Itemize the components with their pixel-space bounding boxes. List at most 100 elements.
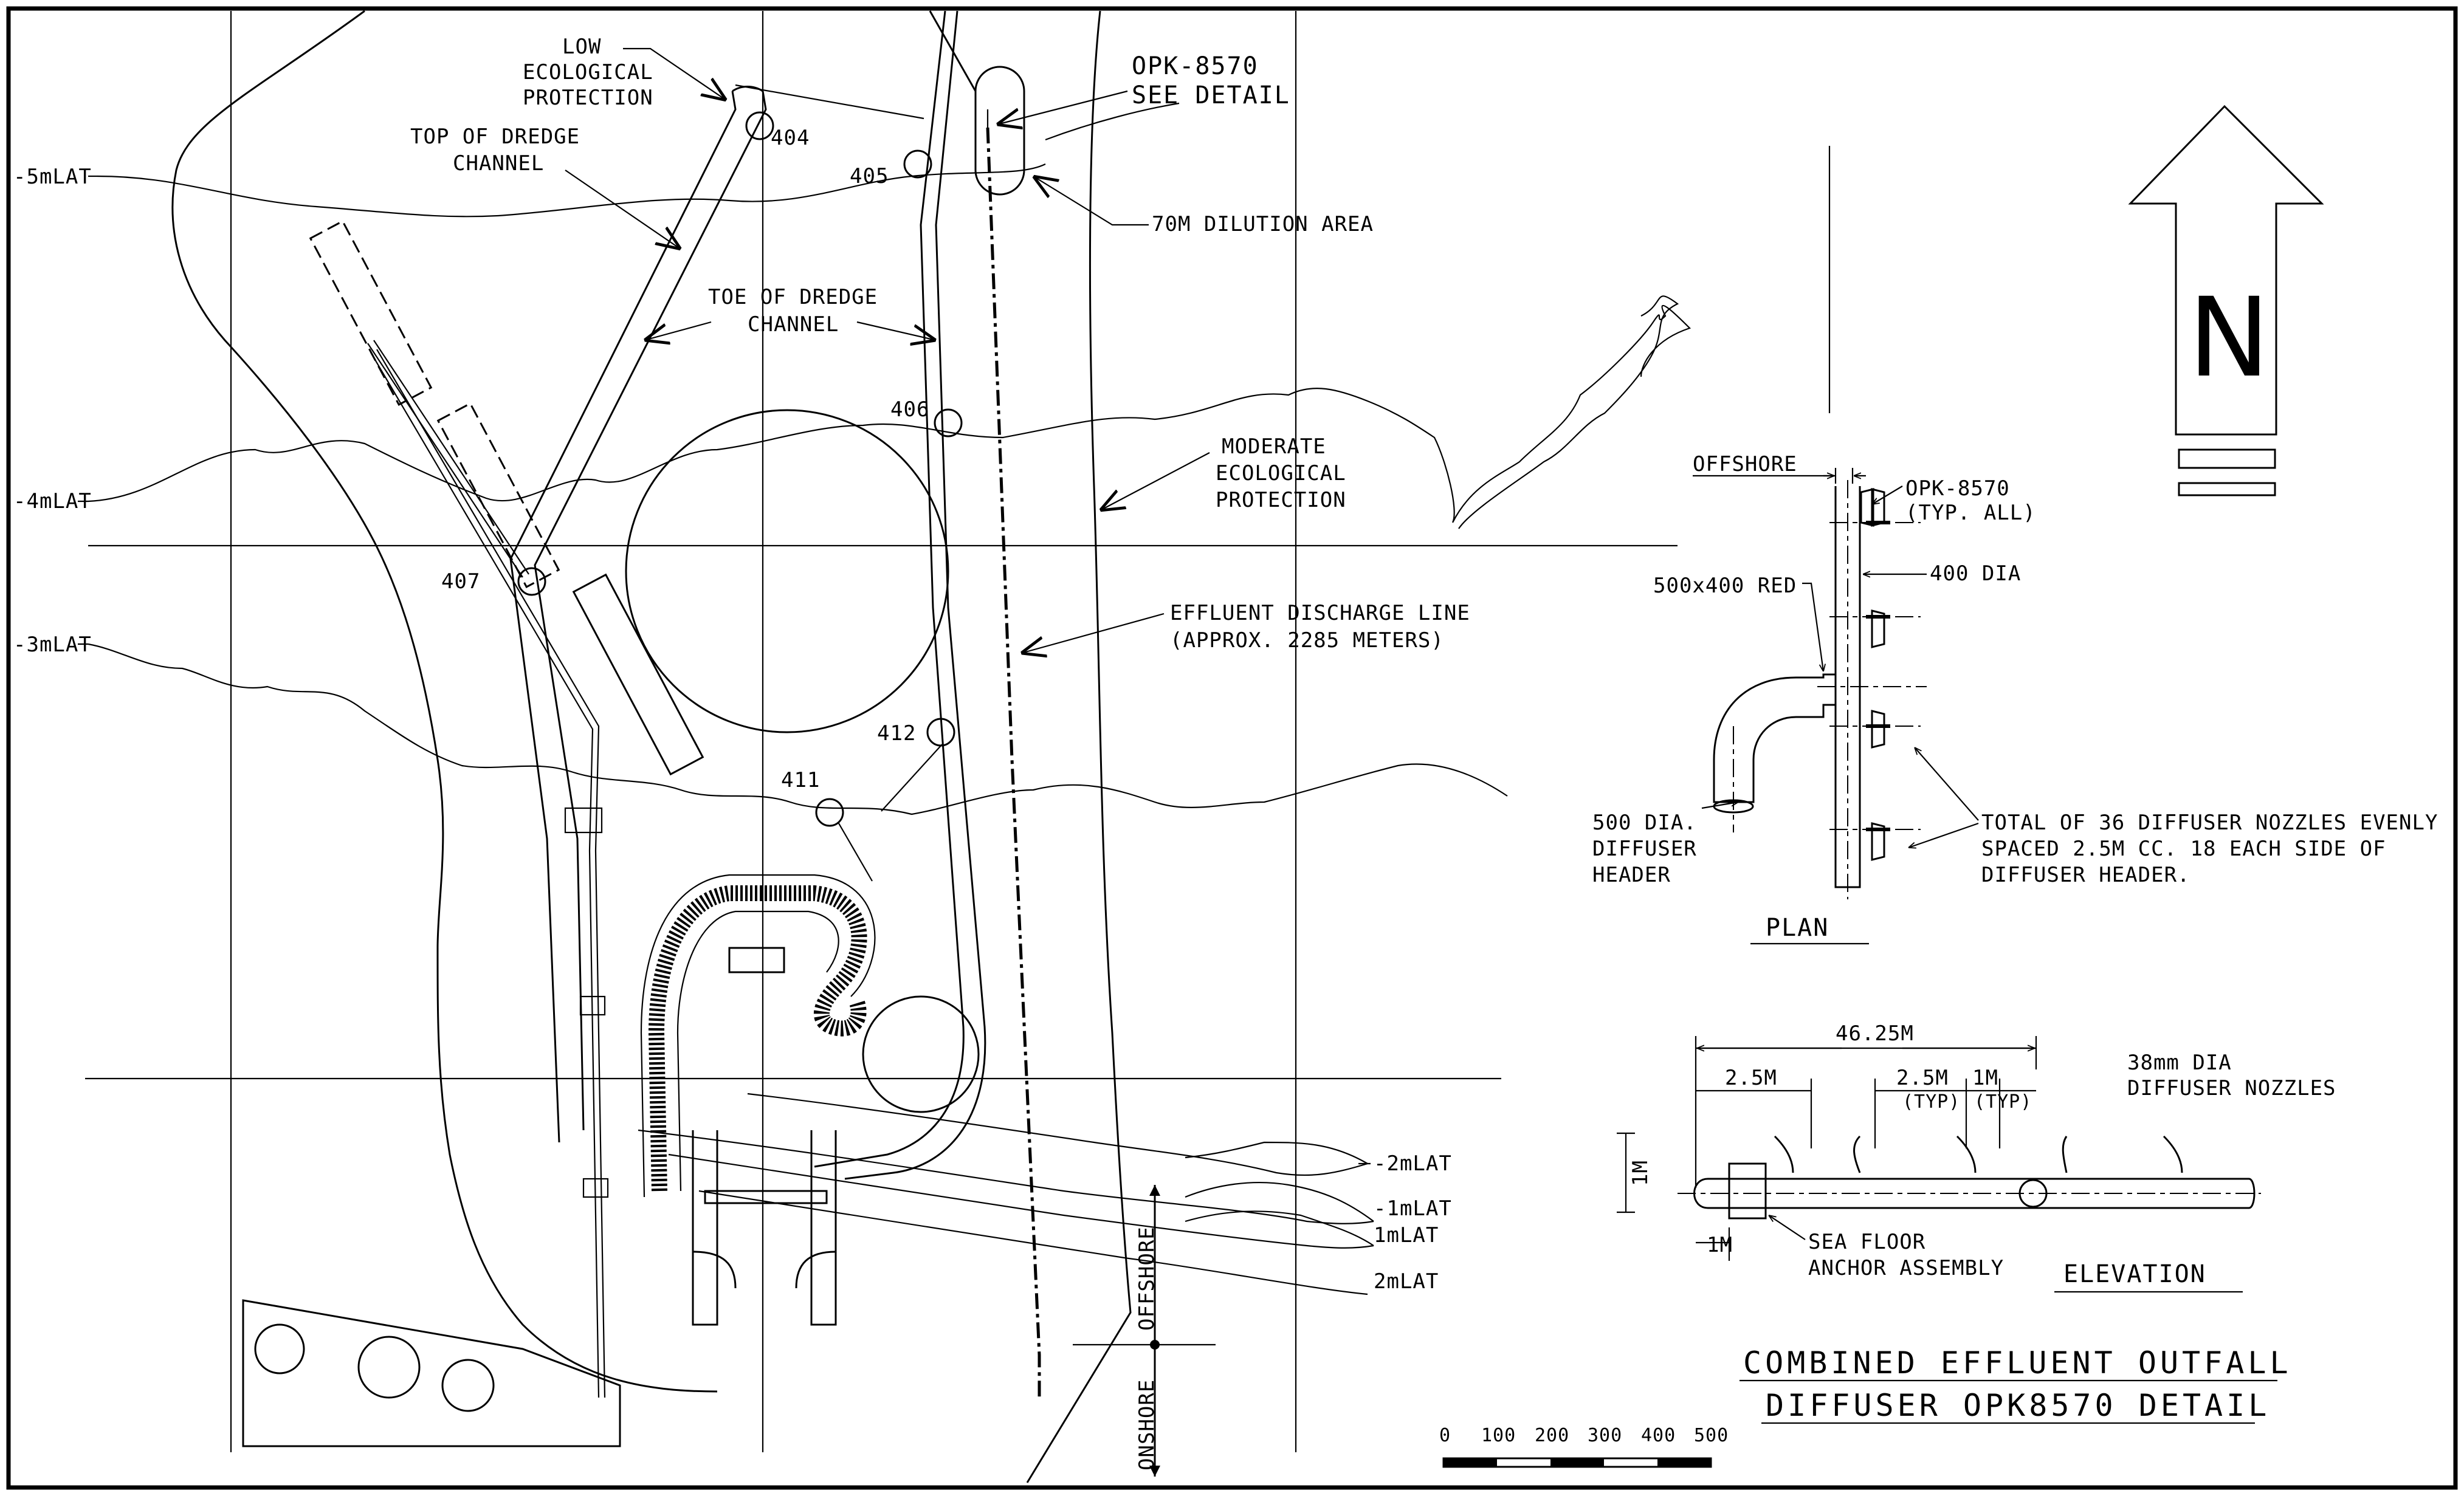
depth-contours (88, 163, 1691, 1295)
svg-text:LOW: LOW (562, 35, 601, 59)
toe-dredge-label: TOE OF DREDGE CHANNEL (644, 285, 936, 340)
svg-text:ONSHORE: ONSHORE (1135, 1379, 1159, 1470)
contour-3m (88, 643, 1508, 815)
svg-text:2.5M: 2.5M (1725, 1066, 1777, 1090)
contour-m2-label: -2mLAT (1374, 1151, 1452, 1176)
low-eco-label: LOW ECOLOGICAL PROTECTION (523, 35, 726, 110)
svg-text:(APPROX. 2285 METERS): (APPROX. 2285 METERS) (1170, 628, 1444, 653)
point-404-label: 404 (771, 126, 810, 150)
contour-m2 (747, 1093, 1368, 1176)
contour-label-leaders (78, 175, 1371, 1165)
svg-text:PROTECTION: PROTECTION (1216, 488, 1346, 512)
svg-text:300: 300 (1588, 1425, 1622, 1446)
svg-text:MODERATE: MODERATE (1222, 434, 1326, 459)
point-412-label: 412 (877, 721, 916, 746)
svg-text:SPACED 2.5M CC. 18 EACH SIDE O: SPACED 2.5M CC. 18 EACH SIDE OF (1981, 837, 2386, 861)
svg-text:DIFFUSER NOZZLES: DIFFUSER NOZZLES (2127, 1076, 2336, 1100)
scale-bar: 0 100 200 300 400 500 (1439, 1425, 1729, 1468)
elevation-nozzles (1774, 1135, 2183, 1173)
svg-text:DIFFUSER OPK8570 DETAIL: DIFFUSER OPK8570 DETAIL (1766, 1388, 2270, 1423)
dilution-label: 70M DILUTION AREA (1033, 176, 1373, 236)
svg-text:500: 500 (1694, 1425, 1729, 1446)
site-outline (171, 10, 1132, 1483)
contour-m1-label: -1mLAT (1374, 1196, 1452, 1221)
svg-text:N: N (2188, 275, 2270, 402)
svg-text:CHANNEL: CHANNEL (748, 312, 839, 337)
title-block: COMBINED EFFLUENT OUTFALL DIFFUSER OPK85… (1740, 1345, 2292, 1424)
plan-detail: OFFSHORE OPK-8570 (TYP. ALL) 400 DIA 500… (1592, 452, 2438, 945)
north-arrow: N (2128, 105, 2324, 496)
point-406-label: 406 (890, 397, 929, 422)
svg-text:(TYP. ALL): (TYP. ALL) (1905, 501, 2036, 525)
dredge-basin-circles (625, 66, 1025, 1113)
svg-text:DIFFUSER HEADER.: DIFFUSER HEADER. (1981, 863, 2190, 887)
svg-text:OPK-8570: OPK-8570 (1132, 52, 1259, 80)
svg-text:COMBINED EFFLUENT OUTFALL: COMBINED EFFLUENT OUTFALL (1743, 1345, 2292, 1381)
svg-text:1M: 1M (1628, 1160, 1653, 1186)
svg-text:OFFSHORE: OFFSHORE (1693, 452, 1797, 476)
piers (692, 1130, 837, 1326)
contour-m1 (638, 1129, 1374, 1224)
svg-text:46.25M: 46.25M (1836, 1021, 1914, 1046)
contour-p2-label: 2mLAT (1374, 1269, 1439, 1294)
svg-text:ANCHOR ASSEMBLY: ANCHOR ASSEMBLY (1808, 1256, 2004, 1280)
svg-text:1M: 1M (1707, 1233, 1733, 1257)
dredge-pad-solid (572, 573, 704, 776)
svg-text:0: 0 (1439, 1425, 1451, 1446)
svg-text:500x400 RED: 500x400 RED (1653, 574, 1797, 598)
point-407-label: 407 (441, 569, 480, 594)
dredge-channel (509, 10, 986, 1180)
contour-p2 (698, 1190, 1368, 1295)
svg-text:200: 200 (1535, 1425, 1569, 1446)
svg-text:2.5M: 2.5M (1896, 1066, 1949, 1090)
svg-text:(TYP): (TYP) (1974, 1091, 2032, 1113)
contour-right-p1 (1185, 1210, 1374, 1246)
tanks (242, 1299, 621, 1447)
svg-text:SEE DETAIL: SEE DETAIL (1132, 81, 1290, 109)
svg-text:400: 400 (1641, 1425, 1676, 1446)
contour-5m (97, 163, 1046, 218)
svg-text:DIFFUSER: DIFFUSER (1592, 837, 1697, 861)
point-405 (903, 149, 932, 179)
point-407 (517, 567, 546, 596)
contour-right-m2 (1185, 1141, 1368, 1164)
contour-4m-tail (1458, 295, 1679, 529)
svg-text:100: 100 (1481, 1425, 1516, 1446)
svg-text:38mm DIA: 38mm DIA (2127, 1051, 2232, 1075)
svg-text:ELEVATION: ELEVATION (2063, 1260, 2206, 1288)
contour-p1 (668, 1153, 1374, 1249)
contour-p1-label: 1mLAT (1374, 1223, 1439, 1247)
svg-text:ECOLOGICAL: ECOLOGICAL (1216, 461, 1346, 486)
dilution-area (974, 66, 1025, 196)
offshore-onshore-marker: OFFSHORE ONSHORE (1073, 1185, 1216, 1477)
effluent-label: EFFLUENT DISCHARGE LINE (APPROX. 2285 ME… (1021, 601, 1470, 653)
opk-detail-label: OPK-8570 SEE DETAIL (997, 52, 1290, 125)
point-411 (815, 798, 844, 827)
svg-text:ECOLOGICAL: ECOLOGICAL (523, 60, 653, 84)
svg-text:TOTAL OF 36 DIFFUSER NOZZLES E: TOTAL OF 36 DIFFUSER NOZZLES EVENLY (1981, 811, 2438, 835)
grid-lines (85, 11, 1831, 1452)
point-405-label: 405 (850, 164, 889, 188)
top-dredge-label: TOP OF DREDGE CHANNEL (410, 125, 681, 249)
elevation-detail: 46.25M 2.5M 2.5M (TYP) 1M (TYP) 38mm DIA… (1617, 1021, 2336, 1293)
drawing-border (6, 6, 2458, 1490)
point-404 (745, 111, 774, 140)
svg-text:HEADER: HEADER (1592, 863, 1671, 887)
svg-text:OPK-8570: OPK-8570 (1905, 476, 2010, 501)
contour-5m-label: -5mLAT (13, 165, 92, 189)
svg-text:TOP OF DREDGE: TOP OF DREDGE (410, 125, 580, 149)
point-markers (517, 111, 963, 827)
contour-4m (88, 304, 1691, 523)
svg-text:PROTECTION: PROTECTION (523, 86, 653, 110)
dredge-pads (309, 220, 560, 588)
point-406 (934, 408, 963, 437)
svg-text:1M: 1M (1972, 1066, 1998, 1090)
svg-text:SEA FLOOR: SEA FLOOR (1808, 1230, 1925, 1254)
low-protection-line (735, 84, 1180, 141)
turning-basin (625, 409, 949, 733)
svg-text:(TYP): (TYP) (1902, 1091, 1960, 1113)
svg-text:400 DIA: 400 DIA (1930, 561, 2021, 586)
point-411-label: 411 (781, 768, 820, 792)
svg-text:CHANNEL: CHANNEL (453, 151, 544, 176)
